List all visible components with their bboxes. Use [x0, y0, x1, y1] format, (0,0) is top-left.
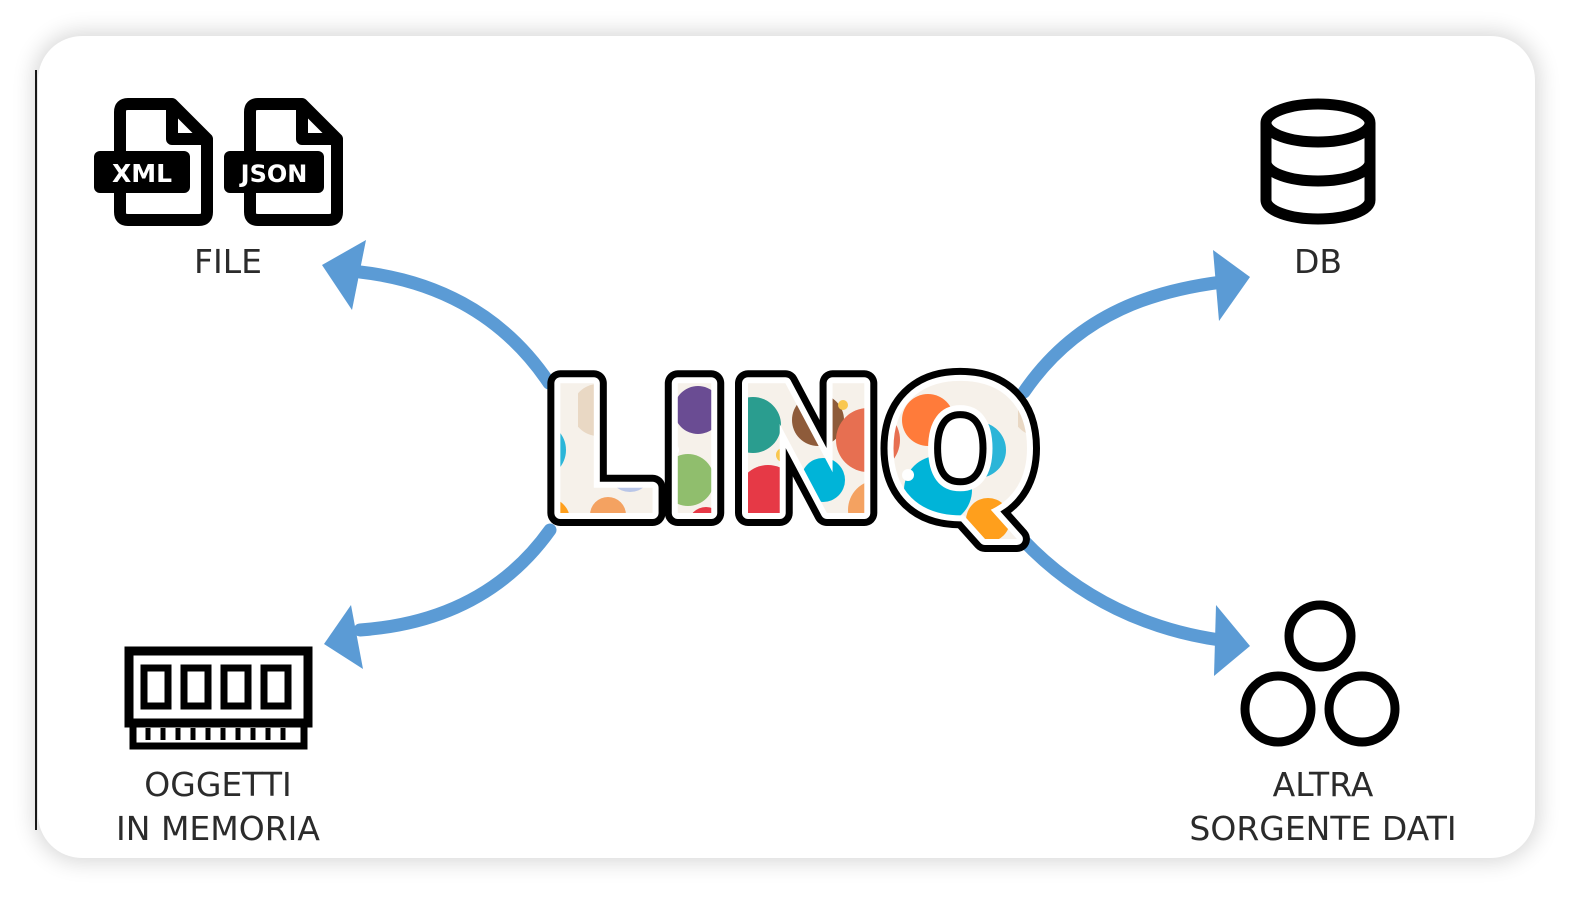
arrow-to-db — [1017, 250, 1250, 399]
file-label-text: FILE — [194, 242, 262, 281]
memory-label-line2: IN MEMORIA — [116, 809, 320, 848]
xml-badge: XML — [112, 159, 172, 188]
db-label: DB — [1268, 240, 1368, 284]
card-left-edge — [35, 70, 37, 830]
linq-logo: LINQ LINQ LINQ — [531, 335, 1049, 568]
json-badge: JSON — [239, 160, 308, 188]
xml-file-icon: XML — [94, 98, 213, 226]
file-label: FILE — [160, 240, 296, 284]
database-icon — [1260, 98, 1376, 225]
other-source-label: ALTRA SORGENTE DATI — [1178, 763, 1468, 851]
arrow-to-memory — [324, 523, 557, 669]
arrow-to-other-source — [1016, 533, 1250, 676]
linq-logo-text: LINQ — [544, 348, 1040, 555]
other-source-label-line2: SORGENTE DATI — [1189, 809, 1457, 848]
json-file-icon: JSON — [224, 98, 343, 226]
arrow-to-file — [322, 240, 556, 390]
three-circles-icon — [1240, 600, 1400, 747]
memory-label-line1: OGGETTI — [144, 765, 292, 804]
memory-label: OGGETTI IN MEMORIA — [98, 763, 338, 851]
memory-chip-icon — [124, 646, 313, 750]
linq-logo-outline: LINQ — [544, 348, 1040, 555]
linq-logo-inner-outline: LINQ — [544, 348, 1040, 555]
db-label-text: DB — [1293, 242, 1343, 281]
other-source-label-line1: ALTRA — [1272, 765, 1374, 804]
